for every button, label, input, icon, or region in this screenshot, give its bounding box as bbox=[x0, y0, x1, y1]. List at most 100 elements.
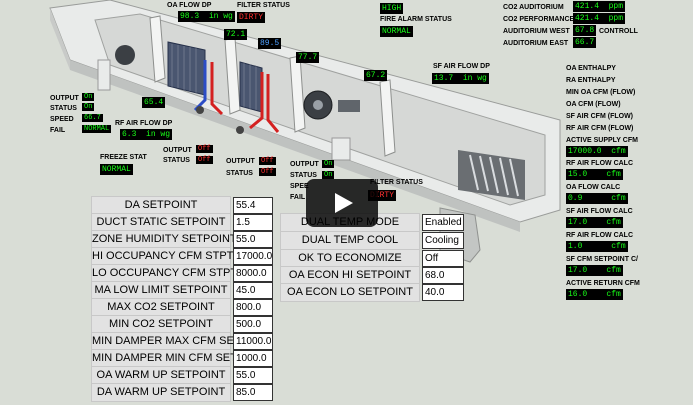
mode-setpoint-input[interactable]: Cooling bbox=[422, 232, 464, 249]
fan-mid-output-label: OUTPUT bbox=[290, 161, 319, 168]
setpoint-label: MIN CO2 SETPOINT bbox=[91, 315, 231, 334]
fan-mid-fail-label: FAIL bbox=[290, 194, 306, 201]
video-play-button[interactable] bbox=[306, 179, 378, 227]
setpoint-label: DA SETPOINT bbox=[91, 196, 231, 215]
fan-mid-status-label: STATUS bbox=[290, 172, 317, 179]
mode-setpoint-label: OA ECON HI SETPOINT bbox=[280, 266, 420, 285]
setpoint-input[interactable]: 800.0 bbox=[233, 299, 273, 316]
valve2-output-label: OUTPUT bbox=[226, 158, 255, 165]
fan-mid-status-value: On bbox=[322, 171, 335, 179]
active-supply-label: ACTIVE SUPPLY CFM bbox=[566, 137, 638, 144]
setpoint-label: MAX CO2 SETPOINT bbox=[91, 298, 231, 317]
rf-temp: 65.4 bbox=[142, 97, 166, 108]
sf-setpoint-label: SF CFM SETPOINT C/ bbox=[566, 256, 638, 263]
active-return-value: 16.0 cfm bbox=[566, 289, 623, 300]
auditorium-east-value: 66.7 bbox=[573, 37, 597, 48]
valve2-status-label: STATUS bbox=[226, 170, 253, 177]
setpoint-input[interactable]: 55.4 bbox=[233, 197, 273, 214]
oa-flow-dp-label: OA FLOW DP bbox=[167, 2, 212, 9]
sf-setpoint-value: 17.0 cfm bbox=[566, 265, 623, 276]
fan-mid-output-value: On bbox=[322, 160, 335, 168]
co2-auditorium-value: 421.4 ppm bbox=[573, 1, 626, 12]
co2-performance-label: CO2 PERFORMANCE bbox=[503, 16, 575, 23]
valve2-output-value: Off bbox=[259, 157, 276, 165]
fire-alarm-label: FIRE ALARM STATUS bbox=[380, 16, 452, 23]
filter-status2-value: DIRTY bbox=[368, 190, 397, 201]
fire-alarm-value: NORMAL bbox=[380, 26, 413, 37]
rf-calc-label: RF AIR FLOW CALC bbox=[566, 160, 634, 167]
sf-calc-value: 17.0 cfm bbox=[566, 217, 623, 228]
play-icon bbox=[335, 193, 353, 213]
mode-setpoint-input[interactable]: 68.0 bbox=[422, 267, 464, 284]
setpoint-input[interactable]: 1.5 bbox=[233, 214, 273, 231]
mode-setpoint-label: DUAL TEMP COOL bbox=[280, 231, 420, 250]
setpoint-input[interactable]: 17000.0 bbox=[233, 248, 273, 265]
freeze-stat-value: NORMAL bbox=[100, 164, 133, 175]
freeze-stat-label: FREEZE STAT bbox=[100, 154, 147, 161]
fan-left-speed-label: SPEED bbox=[50, 116, 74, 123]
rf-air-cfm-label: RF AIR CFM (FLOW) bbox=[566, 125, 634, 132]
setpoint-label: HI OCCUPANCY CFM STPT bbox=[91, 247, 233, 266]
rf-air-flow-dp-label: RF AIR FLOW DP bbox=[115, 120, 173, 127]
setpoint-label: ZONE HUMIDITY SETPOINT bbox=[91, 230, 237, 249]
active-supply-value: 17000.0 cfm bbox=[566, 146, 628, 157]
ra-enthalpy-label: RA ENTHALPY bbox=[566, 77, 616, 84]
co2-auditorium-label: CO2 AUDITORIUM bbox=[503, 4, 564, 11]
valve1-output-value: Off bbox=[196, 145, 213, 153]
high-status-value: HIGH bbox=[380, 3, 404, 14]
setpoint-label: OA WARM UP SETPOINT bbox=[91, 366, 231, 385]
filter-status-label: FILTER STATUS bbox=[237, 2, 290, 9]
rf-calc-value: 15.0 cfm bbox=[566, 169, 623, 180]
mode-setpoint-label: OA ECON LO SETPOINT bbox=[280, 283, 420, 302]
setpoint-input[interactable]: 11000.0 bbox=[233, 333, 273, 350]
setpoint-input[interactable]: 85.0 bbox=[233, 384, 273, 401]
auditorium-west-value: 67.8 bbox=[573, 25, 597, 36]
setpoint-input[interactable]: 1000.0 bbox=[233, 350, 273, 367]
active-return-label: ACTIVE RETURN CFM bbox=[566, 280, 640, 287]
coil-temp-2: 89.5 bbox=[258, 38, 282, 49]
rf-air-flow-dp-value: 6.3 in wg bbox=[120, 129, 173, 140]
filter-status2-label: FILTER STATUS bbox=[370, 179, 423, 186]
mode-setpoint-input[interactable]: Enabled bbox=[422, 214, 464, 231]
oa-enthalpy-label: OA ENTHALPY bbox=[566, 65, 616, 72]
oa-calc-label: OA FLOW CALC bbox=[566, 184, 621, 191]
sf-air-cfm-label: SF AIR CFM (FLOW) bbox=[566, 113, 634, 120]
fan-left-fail-value: NORMAL bbox=[82, 125, 112, 133]
valve2-status-value: Off bbox=[259, 168, 276, 176]
fan-left-speed-value: 66.7 bbox=[82, 114, 103, 122]
setpoint-input[interactable]: 55.0 bbox=[233, 231, 273, 248]
setpoint-input[interactable]: 55.0 bbox=[233, 367, 273, 384]
oa-flow-dp-value: 98.3 in wg bbox=[178, 11, 235, 22]
setpoint-label: MIN DAMPER MAX CFM SET bbox=[91, 332, 241, 351]
oa-cfm-label: OA CFM (FLOW) bbox=[566, 101, 621, 108]
sf-air-flow-dp-value: 13.7 in wg bbox=[432, 73, 489, 84]
fan-left-fail-label: FAIL bbox=[50, 127, 66, 134]
fan-temp: 67.2 bbox=[364, 70, 388, 81]
mode-setpoint-input[interactable]: Off bbox=[422, 250, 464, 267]
setpoint-label: MA LOW LIMIT SETPOINT bbox=[91, 281, 231, 300]
co2-performance-value: 421.4 ppm bbox=[573, 13, 626, 24]
valve1-status-value: Off bbox=[196, 156, 213, 164]
mode-setpoint-input[interactable]: 40.0 bbox=[422, 284, 464, 301]
setpoint-input[interactable]: 8000.0 bbox=[233, 265, 273, 282]
rf-calc2-value: 1.0 cfm bbox=[566, 241, 628, 252]
fan-left-output-label: OUTPUT bbox=[50, 95, 79, 102]
coil-temp-3: 77.7 bbox=[296, 52, 320, 63]
sf-calc-label: SF AIR FLOW CALC bbox=[566, 208, 633, 215]
fan-left-status-label: STATUS bbox=[50, 105, 77, 112]
setpoint-input[interactable]: 500.0 bbox=[233, 316, 273, 333]
valve1-status-label: STATUS bbox=[163, 157, 190, 164]
sf-air-flow-dp-label: SF AIR FLOW DP bbox=[433, 63, 490, 70]
fan-left-status-value: On bbox=[82, 103, 95, 111]
mode-setpoint-label: OK TO ECONOMIZE bbox=[280, 249, 420, 268]
fan-mid-speed-label: SPEE bbox=[290, 183, 309, 190]
auditorium-east-label: AUDITORIUM EAST bbox=[503, 40, 569, 47]
auditorium-west-suffix: CONTROLL bbox=[599, 28, 638, 35]
rf-calc2-label: RF AIR FLOW CALC bbox=[566, 232, 634, 239]
setpoint-label: DA WARM UP SETPOINT bbox=[91, 383, 231, 402]
valve1-output-label: OUTPUT bbox=[163, 147, 192, 154]
setpoint-input[interactable]: 45.0 bbox=[233, 282, 273, 299]
min-oa-cfm-label: MIN OA CFM (FLOW) bbox=[566, 89, 636, 96]
auditorium-west-label: AUDITORIUM WEST bbox=[503, 28, 570, 35]
